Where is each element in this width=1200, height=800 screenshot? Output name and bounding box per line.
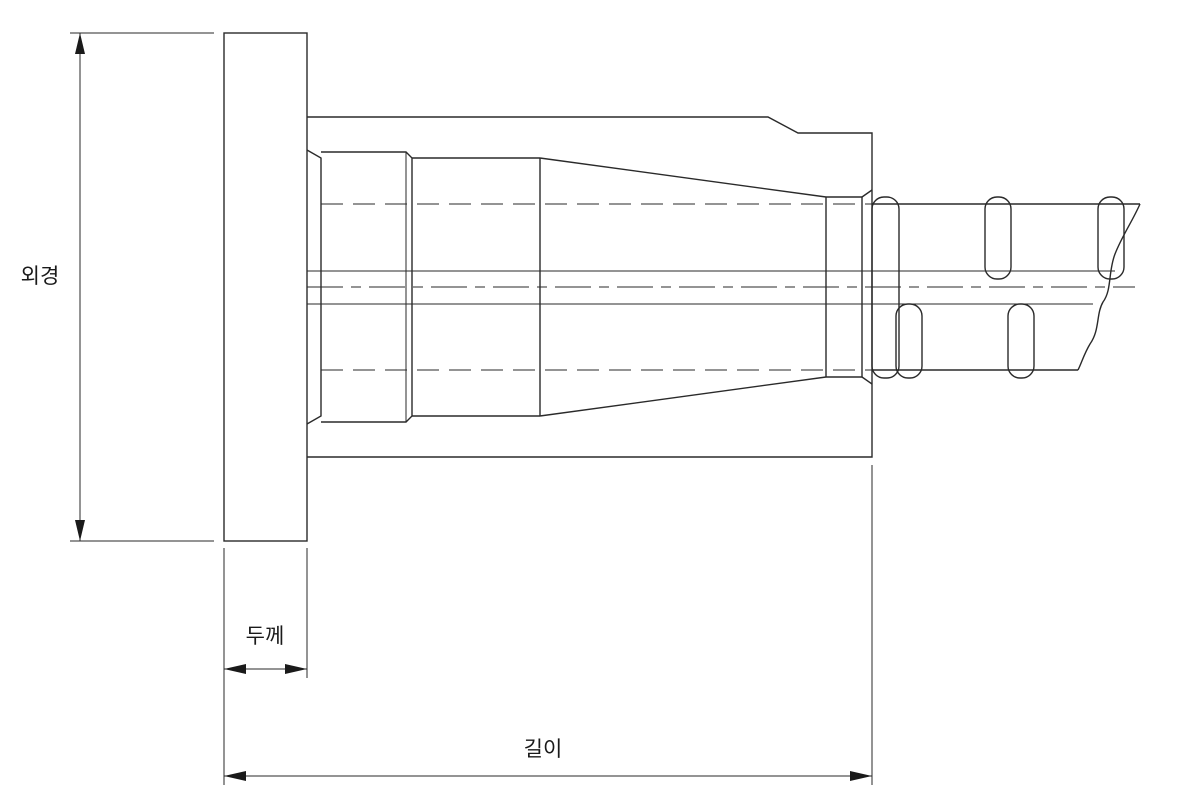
outer-diameter-label: 외경 [21, 264, 60, 288]
ring-4 [895, 303, 923, 379]
length-dimension: 길이 [223, 465, 873, 785]
ring-3 [1097, 196, 1125, 280]
ring-5 [1007, 303, 1035, 379]
pipe-section [871, 196, 1141, 379]
ring-1 [871, 196, 900, 379]
break-line [1077, 203, 1141, 371]
central-bore [307, 270, 1135, 305]
hidden-lines [321, 203, 872, 371]
flange-plate [223, 32, 308, 542]
outer-diameter-dimension: 외경 [21, 32, 214, 542]
ring-2 [984, 196, 1012, 280]
tapered-bore [539, 157, 873, 417]
fitting-body [307, 116, 873, 458]
thickness-dimension: 두께 [223, 548, 308, 678]
length-label: 길이 [524, 737, 563, 761]
thickness-label: 두께 [246, 624, 285, 648]
